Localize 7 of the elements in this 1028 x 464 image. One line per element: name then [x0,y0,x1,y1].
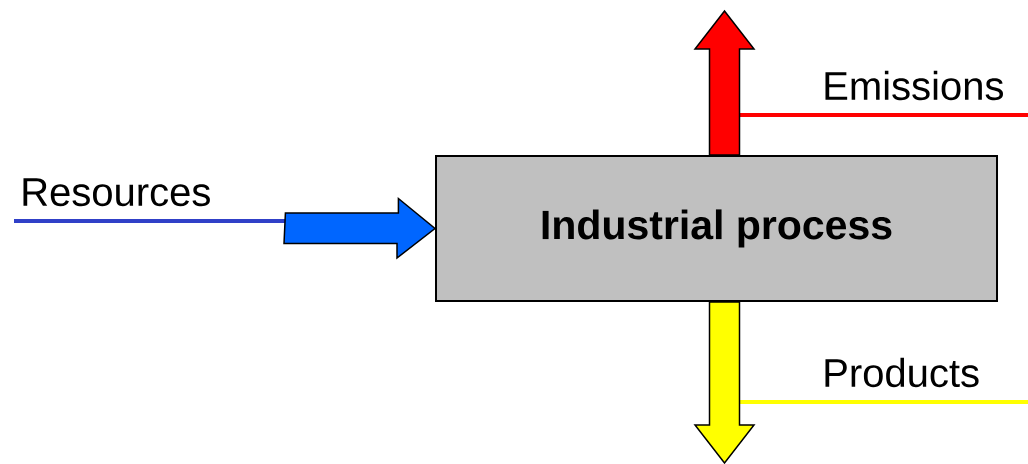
block-arrow [283,196,437,260]
process-box: Industrial process [435,155,998,302]
block-arrow [693,301,756,464]
underlined-label: Resources [14,178,286,223]
underlined-label: Emissions [739,70,1028,117]
block-arrow [693,9,756,156]
underlined-label: Products [739,357,1028,404]
